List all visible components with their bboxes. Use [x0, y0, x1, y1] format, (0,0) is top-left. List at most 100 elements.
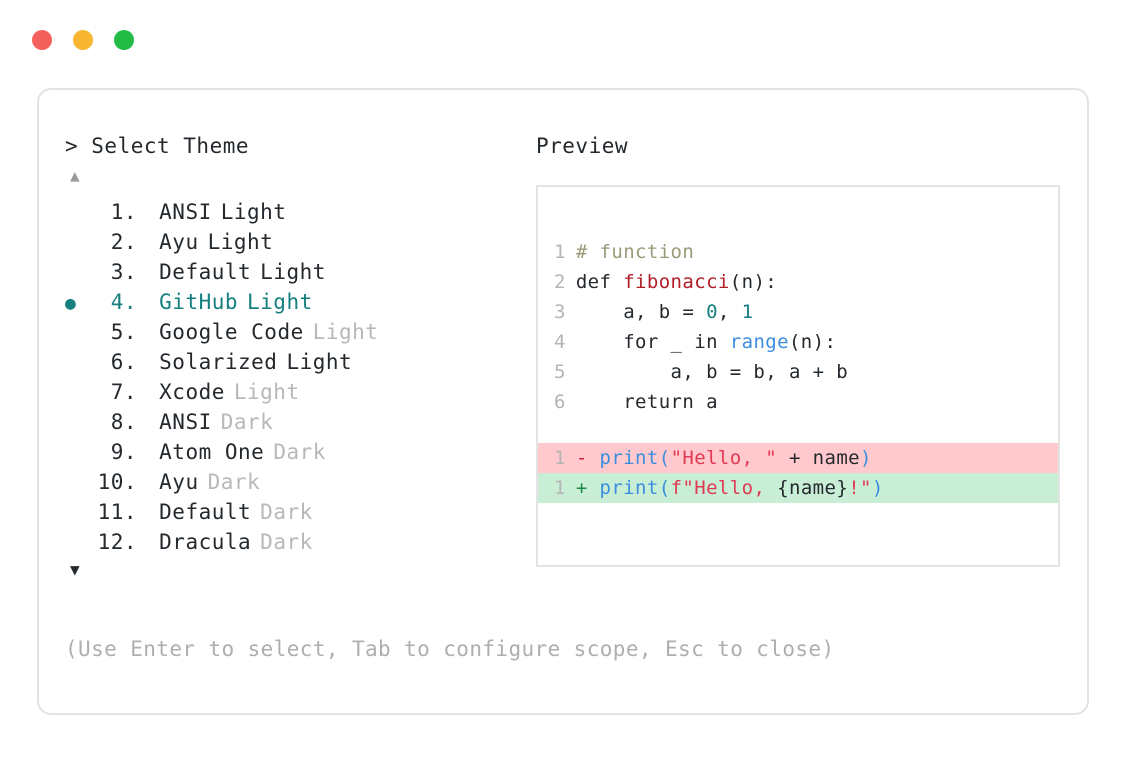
- diff-added-line: 1+ print(f"Hello, {name}!"): [538, 473, 1058, 503]
- diff-sign: +: [575, 477, 600, 499]
- theme-item-number: 10.: [97, 470, 137, 494]
- theme-item-gap: [137, 347, 159, 377]
- line-number: 1: [554, 477, 566, 499]
- code-line: 1# function: [538, 237, 1058, 267]
- code-spacer: [538, 417, 1058, 443]
- maximize-button[interactable]: [114, 30, 134, 50]
- code-token: def: [575, 271, 624, 293]
- code-line: 3 a, b = 0, 1: [538, 297, 1058, 327]
- theme-item-name: Ayu: [159, 230, 199, 254]
- theme-item-name: Atom One: [159, 440, 265, 464]
- theme-item-variant-tag: Light: [247, 290, 313, 314]
- theme-item-name: ANSI: [159, 410, 212, 434]
- theme-item-gap: [137, 227, 159, 257]
- theme-item-variant-tag: Light: [233, 380, 300, 404]
- code-token: 1: [741, 301, 754, 323]
- theme-item-name: Default: [159, 500, 252, 524]
- theme-item-number: 11.: [97, 500, 137, 524]
- close-button[interactable]: [32, 30, 52, 50]
- code-token: print: [599, 447, 659, 469]
- theme-item-variant-tag: Dark: [260, 530, 313, 554]
- theme-item-gap: [137, 467, 159, 497]
- code-token: print: [599, 477, 659, 499]
- scroll-up-icon[interactable]: ▲: [70, 166, 80, 185]
- code-token: # function: [575, 241, 695, 263]
- theme-item-name: Dracula: [159, 530, 252, 554]
- theme-item-name: Google Code: [159, 320, 304, 344]
- code-token: + name: [777, 447, 861, 469]
- theme-item-name: Default: [159, 260, 252, 284]
- minimize-button[interactable]: [73, 30, 93, 50]
- code-token: 0: [706, 301, 718, 323]
- theme-item-number: 5.: [110, 320, 137, 344]
- keyboard-hint: (Use Enter to select, Tab to configure s…: [65, 637, 835, 661]
- theme-item-variant-tag: Light: [312, 320, 379, 344]
- code-token: range: [729, 331, 789, 353]
- line-number: 4: [554, 331, 566, 353]
- scroll-down-icon[interactable]: ▼: [70, 560, 80, 579]
- theme-item-number: 4.: [110, 290, 137, 314]
- line-number: 6: [554, 391, 566, 413]
- theme-item-gap: [137, 437, 159, 467]
- preview-label: Preview: [536, 134, 629, 158]
- diff-sign: -: [575, 447, 600, 469]
- theme-item-number: 9.: [110, 440, 137, 464]
- theme-item-gap: [137, 287, 159, 317]
- theme-item-number: 6.: [110, 350, 137, 374]
- prompt-label: > Select Theme: [65, 134, 250, 158]
- line-number: 1: [554, 447, 566, 469]
- theme-item-number: 1.: [110, 200, 137, 224]
- code-token: fibonacci: [623, 271, 730, 293]
- theme-item-gap: [137, 497, 159, 527]
- theme-list-item[interactable]: 8. ANSI Dark: [65, 407, 515, 437]
- code-line: 5 a, b = b, a + b: [538, 357, 1058, 387]
- theme-item-gap: [137, 257, 159, 287]
- theme-item-gap: [137, 197, 159, 227]
- code-token: (n):: [788, 331, 837, 353]
- theme-item-name: Xcode: [159, 380, 225, 404]
- code-token: ): [871, 477, 884, 499]
- theme-list-item[interactable]: 5. Google Code Light: [65, 317, 515, 347]
- theme-item-variant-tag: Dark: [273, 440, 326, 464]
- code-token: ,: [717, 301, 742, 323]
- theme-item-number: 8.: [110, 410, 137, 434]
- theme-item-number: 2.: [110, 230, 137, 254]
- theme-list-item[interactable]: 9. Atom One Dark: [65, 437, 515, 467]
- theme-item-variant-tag: Light: [220, 200, 287, 224]
- code-token: return a: [575, 391, 718, 413]
- line-number: 3: [554, 301, 566, 323]
- window-titlebar: [32, 30, 134, 50]
- theme-item-variant-tag: Light: [286, 350, 353, 374]
- code-line: 6 return a: [538, 387, 1058, 417]
- code-token: (n):: [729, 271, 778, 293]
- theme-item-gap: [137, 317, 159, 347]
- line-number: 2: [554, 271, 566, 293]
- code-token: {name}: [777, 477, 849, 499]
- code-token: a, b =: [575, 301, 707, 323]
- diff-removed-line: 1- print("Hello, " + name): [538, 443, 1058, 473]
- theme-item-variant-tag: Dark: [220, 410, 274, 434]
- theme-item-name: ANSI: [159, 200, 212, 224]
- theme-item-gap: [137, 527, 159, 557]
- code-token: for _ in: [575, 331, 730, 353]
- code-token: f"Hello,: [670, 477, 778, 499]
- theme-item-variant-tag: Light: [260, 260, 326, 284]
- code-token: (: [658, 447, 671, 469]
- code-token: ): [860, 447, 872, 469]
- code-line: 2 def fibonacci(n):: [538, 267, 1058, 297]
- theme-list-item[interactable]: 1. ANSI Light: [65, 197, 515, 227]
- selected-bullet-icon: ●: [65, 293, 77, 314]
- theme-item-variant-tag: Dark: [207, 470, 261, 494]
